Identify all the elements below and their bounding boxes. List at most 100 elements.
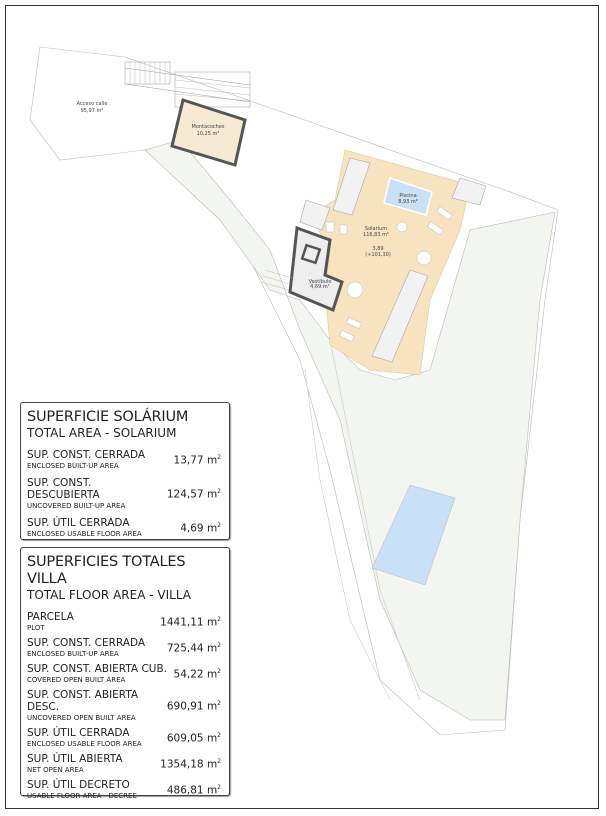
row-value: 13,77 m2 bbox=[174, 454, 221, 467]
page-frame bbox=[5, 5, 599, 809]
label-spanish: SUP. ÚTIL ABIERTA bbox=[27, 753, 123, 765]
label-spanish: SUP. ÚTIL CERRADA bbox=[27, 517, 130, 529]
unit-exponent: 2 bbox=[217, 453, 221, 461]
label-spanish: SUP. CONST. ABIERTA CUB. bbox=[27, 663, 168, 675]
value-number: 609,05 bbox=[166, 732, 204, 745]
row-value: 1441,11 m2 bbox=[160, 616, 221, 629]
table-title: SUPERFICIES TOTALES VILLA bbox=[27, 554, 186, 587]
solarium-area: 116,83 m² bbox=[363, 232, 389, 238]
swimming-pool bbox=[371, 484, 456, 586]
row-value: 609,05 m2 bbox=[167, 732, 221, 745]
area-row: SUP. CONST. ABIERTA DESC.UNCOVERED OPEN … bbox=[27, 689, 221, 723]
value-unit: m bbox=[206, 784, 218, 797]
label-spanish: SUP. CONST. CERRADA bbox=[27, 449, 146, 461]
value-unit: m bbox=[206, 616, 218, 629]
row-value: 690,91 m2 bbox=[167, 700, 221, 713]
row-value: 725,44 m2 bbox=[167, 642, 221, 655]
row-value: 486,81 m2 bbox=[167, 784, 221, 797]
pool-label: Piscina bbox=[399, 193, 416, 199]
unit-exponent: 2 bbox=[217, 521, 221, 529]
stair-core bbox=[288, 225, 344, 313]
value-unit: m bbox=[206, 758, 218, 771]
plunge-pool bbox=[383, 177, 433, 216]
garden-area bbox=[144, 139, 556, 721]
value-unit: m bbox=[206, 642, 218, 655]
value-unit: m bbox=[206, 732, 218, 745]
value-unit: m bbox=[206, 454, 218, 467]
row-value: 4,69 m2 bbox=[180, 522, 221, 535]
furniture bbox=[325, 206, 453, 343]
level-mark: 3,89 bbox=[372, 246, 383, 252]
deck-stairs bbox=[299, 157, 487, 363]
solarium-area-table: SUPERFICIE SOLÁRIUM TOTAL AREA - SOLARIU… bbox=[20, 402, 230, 540]
unit-exponent: 2 bbox=[217, 615, 221, 623]
value-number: 1441,11 bbox=[160, 616, 204, 629]
value-number: 124,57 bbox=[166, 488, 204, 501]
value-unit: m bbox=[206, 488, 218, 501]
street-access-area: 95,97 m² bbox=[81, 108, 104, 114]
value-unit: m bbox=[206, 668, 218, 681]
unit-exponent: 2 bbox=[217, 667, 221, 675]
label-spanish: SUP. CONST. ABIERTA DESC. bbox=[27, 689, 139, 713]
value-number: 1354,18 bbox=[160, 758, 204, 771]
label-english: UNCOVERED OPEN BUILT AREA bbox=[27, 714, 136, 722]
row-value: 1354,18 m2 bbox=[160, 758, 221, 771]
unit-exponent: 2 bbox=[217, 731, 221, 739]
label-spanish: SUP. CONST. CERRADA bbox=[27, 637, 146, 649]
label-english: PLOT bbox=[27, 624, 45, 632]
car-lift bbox=[170, 98, 247, 167]
pool-area: 8,93 m² bbox=[398, 199, 418, 205]
value-unit: m bbox=[206, 700, 218, 713]
label-english: ENCLOSED USABLE FLOOR AREA bbox=[27, 740, 142, 748]
label-spanish: SUP. ÚTIL CERRADA bbox=[27, 727, 130, 739]
label-english: NET OPEN AREA bbox=[27, 766, 84, 774]
row-label: SUP. CONST. ABIERTA DESC.UNCOVERED OPEN … bbox=[27, 689, 167, 723]
car-lift-label: Montacoches bbox=[192, 124, 225, 130]
unit-exponent: 2 bbox=[217, 487, 221, 495]
solarium-label: Solarium bbox=[365, 226, 387, 232]
unit-exponent: 2 bbox=[217, 757, 221, 765]
level-absolute: (+101,30) bbox=[365, 252, 391, 258]
value-number: 725,44 bbox=[166, 642, 204, 655]
value-number: 4,69 bbox=[180, 522, 204, 535]
label-english: ENCLOSED USABLE FLOOR AREA bbox=[27, 530, 142, 538]
value-unit: m bbox=[206, 522, 218, 535]
value-number: 486,81 bbox=[166, 784, 204, 797]
label-english: COVERED OPEN BUILT AREA bbox=[27, 676, 126, 684]
value-number: 13,77 bbox=[173, 454, 204, 467]
table-title: SUPERFICIE SOLÁRIUM bbox=[27, 409, 189, 425]
label-spanish: PARCELA bbox=[27, 611, 74, 623]
vestibule-area: 4,69 m² bbox=[310, 284, 330, 290]
row-value: 124,57 m2 bbox=[167, 488, 221, 501]
car-lift-area: 10,25 m² bbox=[197, 131, 220, 137]
row-value: 54,22 m2 bbox=[174, 668, 221, 681]
table-subtitle: TOTAL FLOOR AREA - VILLA bbox=[27, 588, 191, 602]
label-english: ENCLOSED BUILT-UP AREA bbox=[27, 650, 119, 658]
label-english: UNCOVERED BUILT-UP AREA bbox=[27, 502, 126, 510]
villa-area-table: SUPERFICIES TOTALES VILLA TOTAL FLOOR AR… bbox=[20, 547, 230, 800]
row-label: SUP. CONST. ABIERTA CUB.COVERED OPEN BUI… bbox=[27, 663, 167, 685]
unit-exponent: 2 bbox=[217, 783, 221, 791]
unit-exponent: 2 bbox=[217, 699, 221, 707]
street-access-label: Acceso calle bbox=[77, 101, 108, 107]
area-row: SUP. CONST. ABIERTA CUB.COVERED OPEN BUI… bbox=[27, 663, 221, 685]
label-spanish: SUP. ÚTIL DECRETO bbox=[27, 779, 130, 791]
unit-exponent: 2 bbox=[217, 641, 221, 649]
label-english: USABLE FLOOR AREA - DECREE bbox=[27, 792, 137, 800]
label-spanish: SUP. CONST. DESCUBIERTA bbox=[27, 477, 100, 501]
